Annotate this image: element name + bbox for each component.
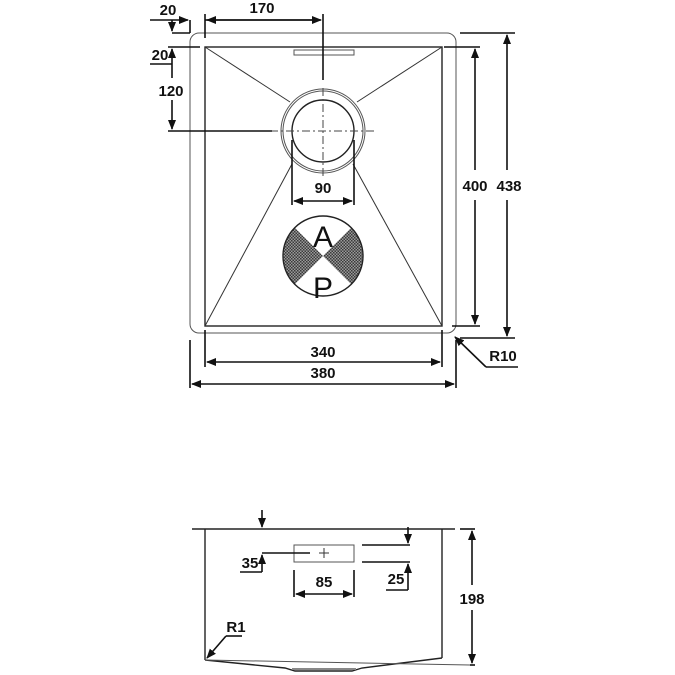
dim-base-radius: R1 <box>206 619 246 659</box>
dim-overflow-offset: 35 <box>240 510 310 573</box>
logo-letter-bottom: P <box>313 272 333 305</box>
svg-text:85: 85 <box>316 574 333 591</box>
dim-depth: 198 <box>459 528 485 666</box>
dim-top: 20 170 <box>150 0 324 80</box>
plan-view: A P 20 170 20 120 <box>150 0 522 388</box>
dim-overflow-height: 25 <box>362 527 412 591</box>
dim-waste-center-x: 170 <box>249 0 274 17</box>
dim-top-offset: 20 <box>152 47 169 64</box>
side-view: 35 85 25 198 <box>192 510 485 672</box>
dim-left-offset: 20 <box>160 2 177 19</box>
ap-logo: A P <box>282 215 364 305</box>
dim-waste-diameter: 90 <box>291 140 355 205</box>
svg-text:35: 35 <box>242 555 259 572</box>
drain-slope-lines <box>204 46 443 327</box>
svg-text:198: 198 <box>459 591 484 608</box>
dim-bowl-length: 400 <box>462 178 487 195</box>
svg-text:R1: R1 <box>226 619 245 636</box>
svg-text:25: 25 <box>388 571 405 588</box>
dim-overflow-width: 85 <box>293 570 355 598</box>
bowl-base-profile <box>204 657 443 672</box>
dim-left: 20 120 <box>150 20 272 132</box>
dim-right: 400 438 <box>444 32 522 339</box>
waste-outlet <box>270 88 376 176</box>
dim-waste-center-y: 120 <box>158 83 183 100</box>
dim-overall-length: 438 <box>496 178 521 195</box>
dim-bottom: 340 380 <box>189 330 457 388</box>
dim-corner-radius: R10 <box>454 336 518 368</box>
svg-text:90: 90 <box>315 180 332 197</box>
overflow-slot <box>293 49 355 56</box>
dim-bowl-width: 340 <box>310 344 335 361</box>
svg-text:R10: R10 <box>489 348 517 365</box>
dim-overall-width: 380 <box>310 365 335 382</box>
logo-letter-top: A <box>313 221 333 254</box>
